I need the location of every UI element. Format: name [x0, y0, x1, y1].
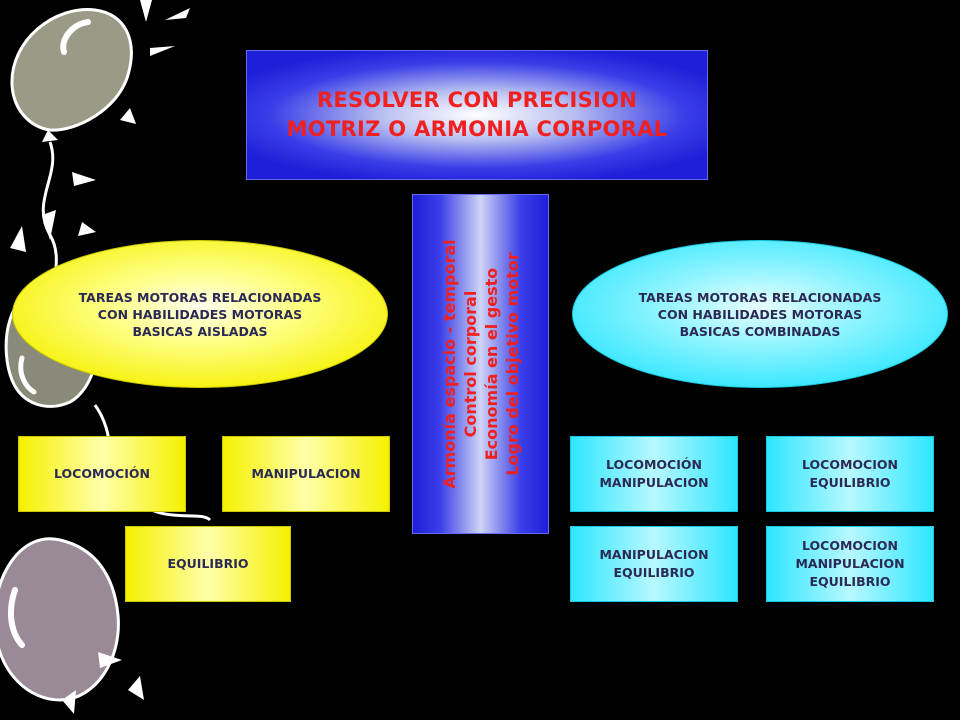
main-title-box: RESOLVER CON PRECISION MOTRIZ O ARMONIA … [246, 50, 708, 180]
title-line-1: RESOLVER CON PRECISION [316, 88, 638, 112]
locomocion-box: LOCOMOCIÓN [18, 436, 186, 512]
ellipse-line: CON HABILIDADES MOTORAS [657, 306, 863, 322]
criteria-line: Control corporal [460, 290, 480, 438]
box-label: MANIPULACION [599, 547, 709, 562]
box-label: LOCOMOCIÓN [606, 457, 702, 472]
center-criteria-text: Armonía espacio - temporal Control corpo… [439, 239, 523, 488]
ellipse-line: TAREAS MOTORAS RELACIONADAS [638, 289, 882, 305]
box-label: MANIPULACION [599, 475, 709, 490]
box-label: LOCOMOCIÓN [54, 466, 150, 481]
ellipse-line: CON HABILIDADES MOTORAS [97, 306, 303, 322]
criteria-line: Economía en el gesto [481, 267, 501, 461]
equilibrio-box: EQUILIBRIO [125, 526, 291, 602]
box-label: MANIPULACION [795, 556, 905, 571]
combined-skills-ellipse: TAREAS MOTORAS RELACIONADAS CON HABILIDA… [572, 240, 948, 388]
center-criteria-box: Armonía espacio - temporal Control corpo… [412, 194, 549, 534]
locomocion-equilibrio-box: LOCOMOCION EQUILIBRIO [766, 436, 934, 512]
title-line-2: MOTRIZ O ARMONIA CORPORAL [286, 117, 668, 141]
ellipse-line: TAREAS MOTORAS RELACIONADAS [78, 289, 322, 305]
box-label: EQUILIBRIO [613, 565, 695, 580]
manipulacion-equilibrio-box: MANIPULACION EQUILIBRIO [570, 526, 738, 602]
locomocion-manipulacion-box: LOCOMOCIÓN MANIPULACION [570, 436, 738, 512]
box-label: EQUILIBRIO [809, 475, 891, 490]
box-label: EQUILIBRIO [809, 574, 891, 589]
isolated-skills-ellipse: TAREAS MOTORAS RELACIONADAS CON HABILIDA… [12, 240, 388, 388]
ellipse-line: BASICAS COMBINADAS [679, 323, 841, 339]
box-label: LOCOMOCION [802, 538, 898, 553]
manipulacion-box: MANIPULACION [222, 436, 390, 512]
locomocion-manipulacion-equilibrio-box: LOCOMOCION MANIPULACION EQUILIBRIO [766, 526, 934, 602]
confetti-icon [10, 0, 190, 714]
ellipse-line: BASICAS AISLADAS [132, 323, 268, 339]
criteria-line: Armonía espacio - temporal [439, 239, 459, 489]
box-label: LOCOMOCION [802, 457, 898, 472]
balloon-icon [0, 537, 120, 702]
box-label: EQUILIBRIO [167, 556, 249, 571]
box-label: MANIPULACION [251, 466, 361, 481]
criteria-line: Logro del objetivo motor [502, 252, 522, 476]
